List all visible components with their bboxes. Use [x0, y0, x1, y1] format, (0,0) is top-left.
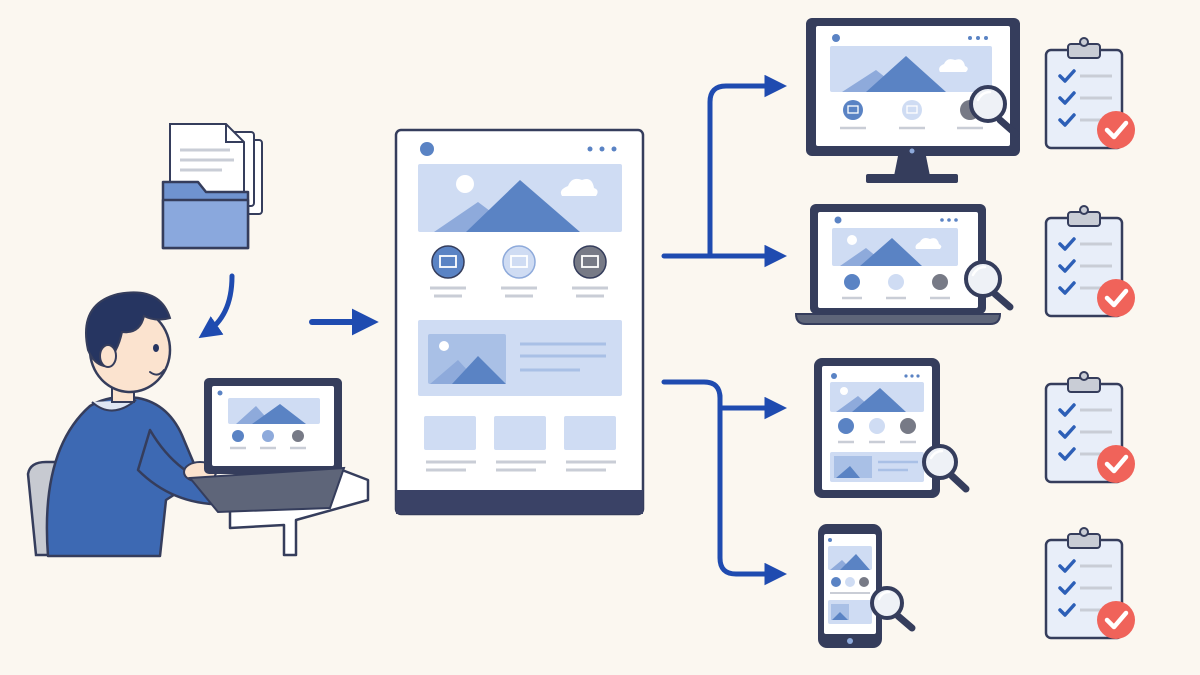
laptop-device-icon	[794, 204, 1002, 325]
checkmark-icon	[1058, 259, 1076, 273]
checkmark-icon	[1058, 603, 1076, 617]
checklist-clipboard-icon	[1044, 371, 1135, 484]
magnifier-icon	[922, 444, 970, 493]
desktop-monitor-icon	[806, 18, 1020, 183]
checkmark-icon	[1058, 69, 1076, 83]
checkmark-icon	[1058, 281, 1076, 295]
smartphone-icon	[818, 524, 882, 648]
checkmark-icon	[1058, 581, 1076, 595]
branch-arrows	[661, 74, 787, 586]
magnifier-icon	[969, 85, 1020, 138]
magnifier-icon	[870, 586, 916, 632]
checkmark-icon	[1058, 403, 1076, 417]
checkmark-badge-icon	[1097, 111, 1135, 149]
tablet-icon	[814, 358, 940, 498]
laptop-icon	[187, 378, 346, 514]
folder-icon	[161, 180, 250, 250]
checklist-clipboard-icon	[1044, 205, 1135, 318]
checkmark-badge-icon	[1097, 279, 1135, 317]
checkmark-icon	[1058, 425, 1076, 439]
clipboard-column	[1044, 37, 1135, 640]
magnifier-icon	[964, 260, 1014, 311]
checkmark-icon	[1058, 559, 1076, 573]
checklist-clipboard-icon	[1044, 37, 1135, 150]
folder-to-person-arrow	[198, 273, 235, 339]
wireframe-page-icon	[394, 128, 645, 516]
checkmark-badge-icon	[1097, 601, 1135, 639]
checklist-clipboard-icon	[1044, 527, 1135, 640]
arrow-to-desktop	[707, 74, 787, 259]
checkmark-icon	[1058, 237, 1076, 251]
checkmark-icon	[1058, 113, 1076, 127]
checkmark-icon	[1058, 447, 1076, 461]
arrow-to-phone	[717, 393, 787, 586]
checkmark-icon	[1058, 91, 1076, 105]
checkmark-badge-icon	[1097, 445, 1135, 483]
